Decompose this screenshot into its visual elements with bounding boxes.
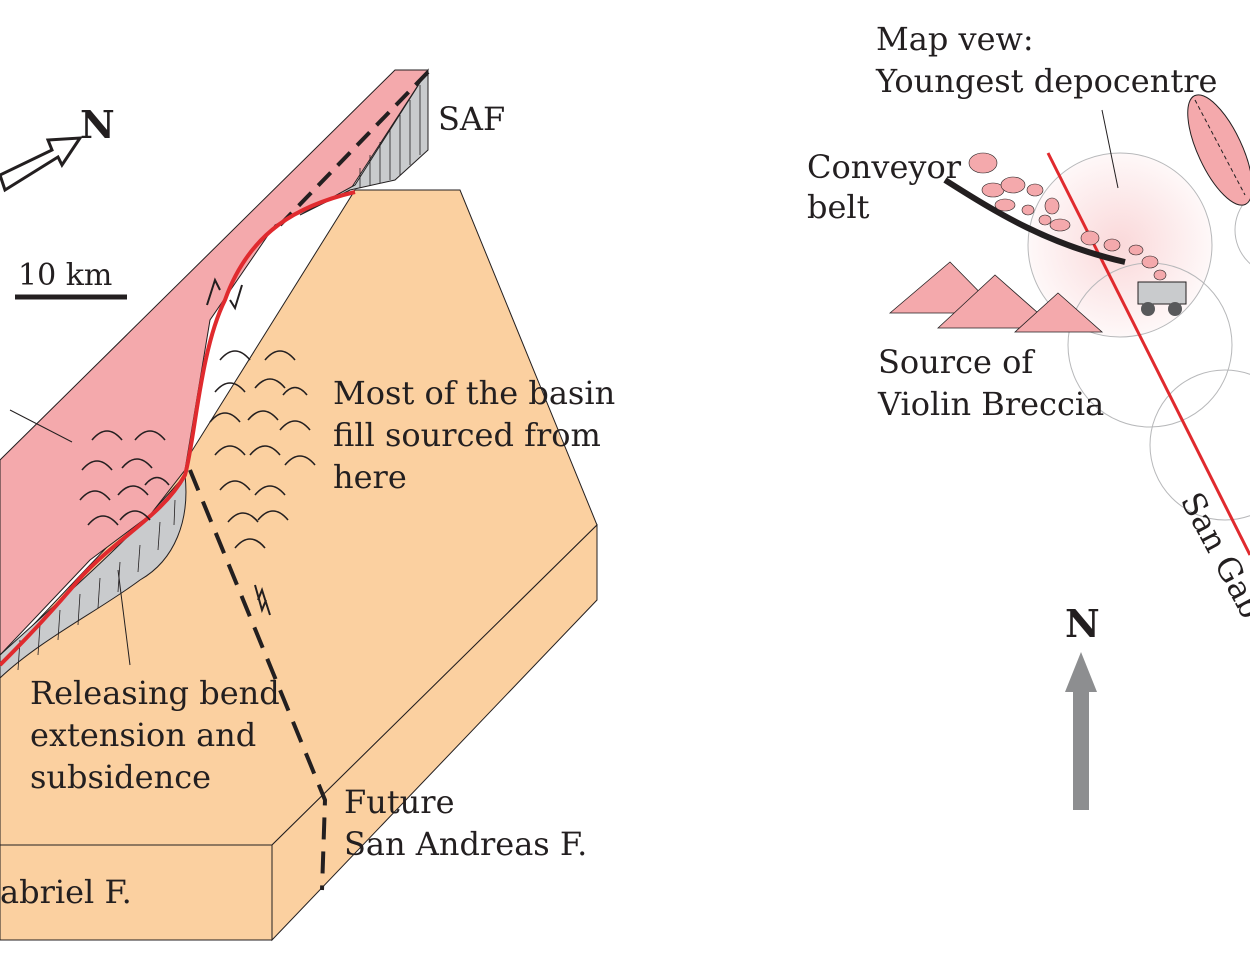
- releasing-bend-label: Releasing bend extension and subsidence: [30, 674, 280, 796]
- pink-lens-axis: [1194, 99, 1246, 196]
- releasing-bend-label-line-1: Releasing bend: [30, 674, 280, 712]
- breccia-symbols-tan: [209, 350, 316, 549]
- pink-leader-line: [9, 409, 73, 443]
- slip-arrows: [206, 277, 271, 616]
- scale-bar-label: 10 km: [18, 258, 112, 293]
- north-arrow-left-icon: [0, 136, 83, 193]
- basin-label-line-3: here: [333, 458, 407, 496]
- san-gabriel-fault-map: [1046, 152, 1250, 556]
- releasing-bend-label-line-3: subsidence: [30, 758, 211, 796]
- future-fault-label: Future San Andreas F.: [344, 783, 587, 863]
- pink-block-top: [0, 69, 429, 656]
- source-label: Source of Violin Breccia: [877, 343, 1104, 423]
- saf-dashed-trace: [278, 70, 430, 227]
- conveyor-label: Conveyor belt: [807, 148, 962, 226]
- basin-label-line-2: fill sourced from: [333, 416, 601, 454]
- map-view-label-line-1: Map vew:: [876, 20, 1034, 58]
- cart-icon: [1137, 281, 1187, 316]
- saf-label: SAF: [438, 100, 505, 138]
- tan-block-front: [0, 844, 273, 941]
- breccia-symbols-pink: [79, 430, 170, 526]
- future-fault-label-line-2: San Andreas F.: [344, 825, 587, 863]
- conveyor-pebbles: [968, 152, 1167, 281]
- north-arrow-left: N: [0, 102, 115, 193]
- source-label-line-2: Violin Breccia: [877, 385, 1104, 423]
- saf-face-hatching: [359, 85, 421, 188]
- san-gabriel-fault-trace: [0, 190, 356, 667]
- older-depocentre-circle-2: [1149, 369, 1250, 521]
- conveyor-label-line-1: Conveyor: [807, 148, 962, 186]
- conveyor-belt: [943, 177, 1126, 265]
- scale-bar: 10 km: [15, 258, 127, 300]
- map-view: Map vew: Youngest depocentre Conveyor be…: [807, 20, 1250, 810]
- releasing-bend-leader-line: [117, 569, 131, 666]
- map-view-label-line-2: Youngest depocentre: [875, 62, 1217, 100]
- front-face-label: abriel F.: [0, 873, 132, 911]
- north-arrow-right-label: N: [1065, 601, 1100, 646]
- map-view-label: Map vew: Youngest depocentre: [875, 20, 1217, 100]
- mountain-icons: [888, 261, 1104, 333]
- block-diagram: N 10 km SAF Most of the basin fill sourc…: [0, 68, 615, 942]
- releasing-bend-label-line-2: extension and: [30, 716, 256, 754]
- north-arrow-left-label: N: [80, 102, 115, 147]
- future-fault-label-line-1: Future: [344, 783, 455, 821]
- conveyor-label-line-2: belt: [807, 188, 870, 226]
- north-arrow-right: N: [1065, 601, 1100, 810]
- basin-label-line-1: Most of the basin: [333, 374, 615, 412]
- future-san-andreas-trace: [188, 469, 328, 891]
- saf-side-face: [299, 68, 429, 216]
- basin-label: Most of the basin fill sourced from here: [333, 374, 615, 496]
- source-label-line-1: Source of: [878, 343, 1035, 381]
- older-depocentre-circle-3: [1234, 195, 1250, 265]
- map-view-leader-line: [1101, 109, 1119, 189]
- san-gabriel-map-label: San Gab: [1173, 486, 1250, 625]
- north-arrow-right-icon: [1065, 652, 1097, 810]
